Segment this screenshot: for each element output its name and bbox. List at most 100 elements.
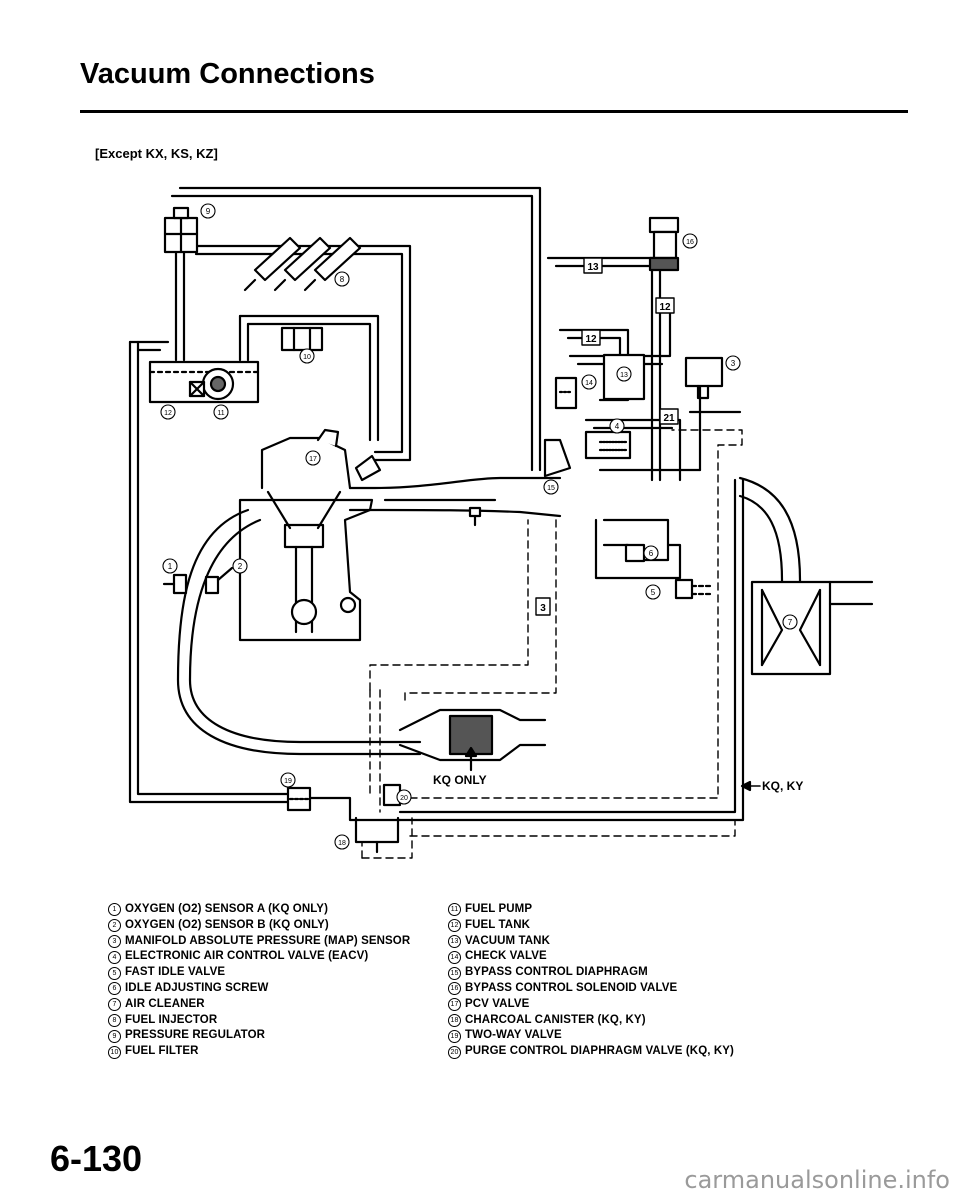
legend-item: 12 FUEL TANK (448, 918, 734, 934)
legend-text: MANIFOLD ABSOLUTE PRESSURE (MAP) SENSOR (125, 934, 411, 947)
hose-main-loop (128, 186, 745, 822)
legend-text: BYPASS CONTROL SOLENOID VALVE (465, 981, 678, 994)
page-number: 6-130 (50, 1138, 143, 1179)
callout-5-label: 5 (651, 588, 656, 597)
bypass-solenoid (648, 216, 680, 272)
legend-item: 11 FUEL PUMP (448, 902, 734, 918)
legend-number: 18 (448, 1013, 461, 1027)
callout-11-label: 11 (217, 410, 224, 417)
legend-text: ELECTRONIC AIR CONTROL VALVE (EACV) (125, 950, 369, 963)
hose-tag-13-label: 13 (587, 262, 599, 273)
legend-item: 4 ELECTRONIC AIR CONTROL VALVE (EACV) (108, 949, 410, 965)
hose-tag-12a-label: 12 (659, 302, 671, 313)
legend-number: 20 (448, 1045, 461, 1059)
legend-item: 8 FUEL INJECTOR (108, 1013, 410, 1029)
legend-text: BYPASS CONTROL DIAPHRAGM (465, 966, 648, 979)
callout-16-label: 16 (686, 239, 694, 246)
legend-item: 15 BYPASS CONTROL DIAPHRAGM (448, 965, 734, 981)
callout-8: 8 (334, 271, 350, 287)
callouts: 9 8 10 12 11 17 1 2 16 3 13 14 4 15 6 5 … (160, 203, 798, 850)
legend-text: FUEL FILTER (125, 1045, 199, 1058)
legend-item: 10 FUEL FILTER (108, 1044, 410, 1060)
callout-19: 19 (280, 772, 296, 788)
diagram-subtitle: [Except KX, KS, KZ] (95, 146, 218, 161)
callout-20-label: 20 (400, 795, 408, 802)
legend-text: AIR CLEANER (125, 997, 205, 1010)
legend-number: 5 (108, 966, 121, 980)
legend-item: 16 BYPASS CONTROL SOLENOID VALVE (448, 981, 734, 997)
callout-9: 9 (200, 203, 216, 219)
callout-3: 3 (725, 355, 741, 371)
legend-number: 10 (108, 1045, 121, 1059)
dashed-lines (361, 429, 743, 859)
legend-number: 2 (108, 919, 121, 933)
legend-item: 9 PRESSURE REGULATOR (108, 1028, 410, 1044)
legend-number: 4 (108, 950, 121, 964)
title-rule (80, 110, 908, 113)
callout-20: 20 (396, 789, 412, 805)
watermark: carmanualsonline.info (684, 1166, 950, 1194)
callout-13-label: 13 (620, 372, 628, 379)
legend-text: FUEL PUMP (465, 903, 533, 915)
legend-number: 3 (108, 934, 121, 948)
legend-text: FUEL INJECTOR (125, 1013, 218, 1026)
legend-item: 20 PURGE CONTROL DIAPHRAGM VALVE (KQ, KY) (448, 1044, 734, 1060)
legend-item: 3 MANIFOLD ABSOLUTE PRESSURE (MAP) SENSOR (108, 934, 410, 950)
note-kq-only: KQ ONLY (433, 773, 487, 787)
callout-7-label: 7 (788, 618, 793, 627)
callout-2-label: 2 (238, 562, 243, 571)
legend-number: 12 (448, 919, 461, 933)
two-way-valve (286, 786, 312, 812)
legend-text: PURGE CONTROL DIAPHRAGM VALVE (KQ, KY) (465, 1045, 734, 1058)
callout-18: 18 (334, 834, 350, 850)
map-sensor (684, 356, 742, 414)
exhaust-pipe (176, 508, 422, 756)
legend-number: 6 (108, 982, 121, 996)
fuel-filter (280, 326, 324, 352)
callout-10: 10 (299, 348, 315, 364)
callout-7: 7 (782, 614, 798, 630)
callout-15-label: 15 (547, 485, 555, 492)
hose-tag-21: 21 (659, 408, 679, 425)
check-valve (554, 376, 578, 410)
legend-number: 8 (108, 1013, 121, 1027)
callout-1-label: 1 (168, 562, 173, 571)
vacuum-diagram: 9 8 10 12 11 17 1 2 16 3 13 14 4 15 6 5 … (128, 186, 874, 859)
legend-text: PRESSURE REGULATOR (125, 1029, 266, 1042)
fuel-injectors (243, 236, 362, 292)
legend-number: 1 (108, 903, 121, 917)
callout-15: 15 (543, 479, 559, 495)
callout-11: 11 (213, 404, 229, 420)
legend-text: TWO-WAY VALVE (465, 1029, 562, 1042)
legend-text: FUEL TANK (465, 918, 530, 931)
legend-number: 16 (448, 982, 461, 996)
callout-4-label: 4 (615, 422, 620, 431)
hose-tag-12b-label: 12 (585, 334, 597, 345)
hose-tag-12a: 12 (655, 297, 675, 314)
callout-12-label: 12 (164, 410, 172, 417)
legend-number: 19 (448, 1029, 461, 1043)
legend-number: 9 (108, 1029, 121, 1043)
note-kq-ky-arrow (740, 780, 761, 792)
legend-text: OXYGEN (O2) SENSOR A (KQ ONLY) (125, 903, 328, 915)
legend-text: CHECK VALVE (465, 950, 547, 963)
intake-manifold (348, 438, 572, 527)
catalytic-converter (398, 708, 547, 772)
legend-number: 17 (448, 998, 461, 1012)
hose-tag-3: 3 (535, 597, 551, 616)
legend-number: 15 (448, 966, 461, 980)
callout-18-label: 18 (338, 840, 346, 847)
legend-number: 11 (448, 903, 461, 917)
charcoal-canister (354, 816, 400, 854)
legend-item: 19 TWO-WAY VALVE (448, 1028, 734, 1044)
note-kq-ky: KQ, KY (762, 779, 803, 793)
legend-number: 13 (448, 934, 461, 948)
callout-14-label: 14 (585, 380, 593, 387)
